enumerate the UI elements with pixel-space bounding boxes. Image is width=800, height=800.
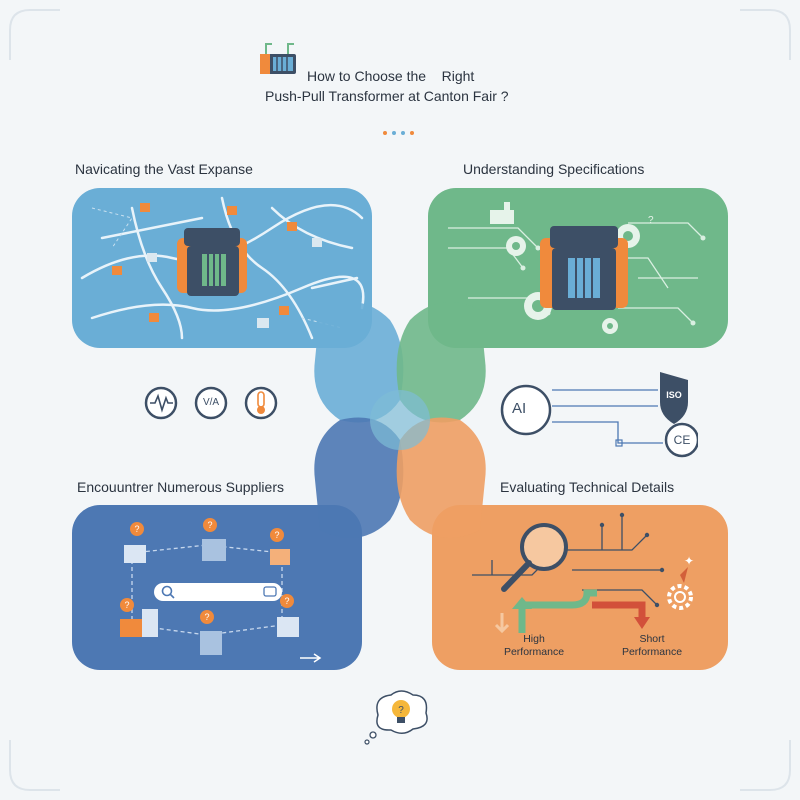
voltage-ampere-label: V/A bbox=[202, 397, 220, 408]
corner-ornament-top-right bbox=[740, 9, 791, 60]
certification-area: AI ISO CE bbox=[498, 368, 700, 468]
waveform-icon bbox=[144, 386, 178, 420]
spec-status-icons: V/A bbox=[142, 384, 282, 424]
svg-text:?: ? bbox=[204, 612, 209, 622]
separator-dots bbox=[383, 131, 414, 135]
svg-text:?: ? bbox=[124, 600, 129, 610]
central-flow-blobs bbox=[314, 302, 486, 538]
transformer-illustration bbox=[177, 228, 247, 296]
title-line-1: How to Choose the Right bbox=[307, 68, 475, 84]
map-markers bbox=[112, 203, 322, 328]
svg-text:?: ? bbox=[207, 520, 212, 530]
panel-navigating-map bbox=[72, 188, 372, 348]
panel-suppliers: ??? ??? bbox=[72, 505, 362, 670]
gear-icon bbox=[667, 584, 693, 610]
thermometer-icon bbox=[244, 386, 278, 420]
voltage-ampere-icon bbox=[194, 386, 228, 420]
question-markers bbox=[120, 518, 294, 624]
heading-navigating: Navicating the Vast Expanse bbox=[75, 161, 253, 177]
corner-ornament-bottom-left bbox=[9, 740, 60, 791]
corner-ornament-bottom-right bbox=[740, 740, 791, 791]
map-illustration bbox=[80, 196, 365, 340]
panel-technical-details: ✦ High Performance Short Performance bbox=[432, 505, 728, 670]
heading-suppliers: Encouuntrer Numerous Suppliers bbox=[77, 479, 284, 495]
label-short-performance: Short Performance bbox=[621, 633, 683, 658]
magnifier-icon bbox=[501, 523, 568, 592]
transformer-title-icon bbox=[260, 43, 296, 74]
technical-illustration: ✦ bbox=[472, 512, 694, 634]
factory-buildings bbox=[120, 539, 299, 655]
title-line-2: Push-Pull Transformer at Canton Fair ? bbox=[265, 88, 509, 104]
svg-text:?: ? bbox=[274, 530, 279, 540]
ai-label: AI bbox=[512, 400, 527, 417]
svg-text:?: ? bbox=[134, 524, 139, 534]
svg-text:?: ? bbox=[284, 596, 289, 606]
ai-brain-icon bbox=[500, 384, 552, 436]
svg-text:?: ? bbox=[398, 705, 404, 716]
factory-icon bbox=[490, 202, 514, 224]
transformer-illustration bbox=[540, 226, 628, 310]
lightbulb-thought-icon: ? bbox=[364, 690, 428, 745]
iso-shield-icon bbox=[660, 372, 688, 424]
suppliers-illustration: ??? ??? bbox=[120, 518, 322, 663]
specifications-illustration: ? bbox=[448, 202, 706, 334]
iso-label: ISO bbox=[666, 390, 682, 400]
label-high-performance: High Performance bbox=[503, 633, 565, 658]
arrow-down-red bbox=[592, 601, 650, 629]
heading-specifications: Understanding Specifications bbox=[463, 161, 645, 177]
heading-technical-details: Evaluating Technical Details bbox=[500, 479, 675, 495]
svg-text:✦: ✦ bbox=[684, 554, 694, 568]
search-bar bbox=[154, 583, 282, 601]
arrow-up-green bbox=[512, 589, 597, 633]
ce-label: CE bbox=[673, 433, 691, 447]
corner-ornament-top-left bbox=[9, 9, 60, 60]
svg-text:?: ? bbox=[648, 215, 654, 226]
